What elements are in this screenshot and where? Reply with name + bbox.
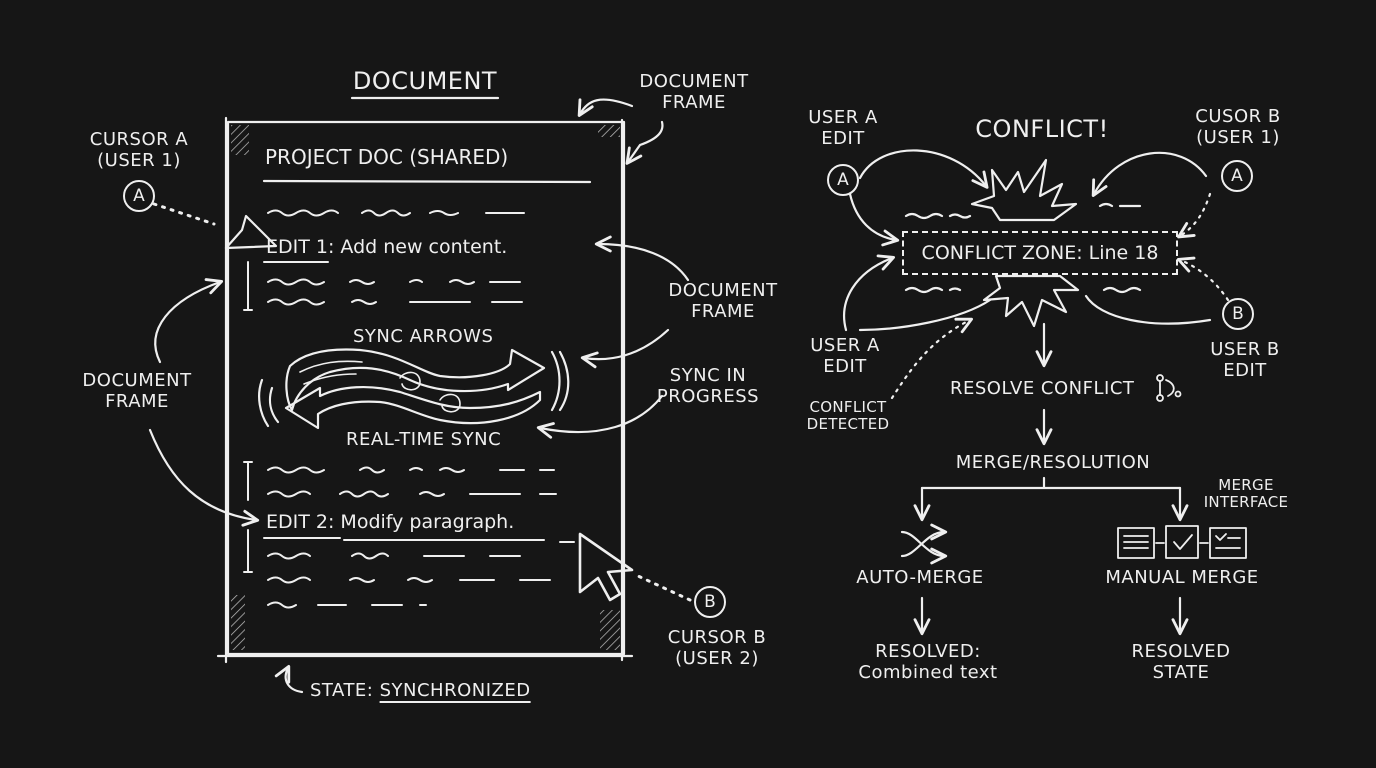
document-heading: DOCUMENT — [352, 67, 498, 95]
badge-right-bottom: B — [1222, 298, 1254, 330]
conflict-title: CONFLICT! — [975, 115, 1109, 143]
sync-arrows-icon — [258, 348, 570, 430]
manual-merge-label: MANUAL MERGE — [1105, 567, 1259, 588]
resolved-state-label: RESOLVED STATE — [1131, 641, 1231, 683]
user-a-edit-top-label: USER A EDIT — [808, 107, 878, 149]
user-b-edit-label: USER B EDIT — [1210, 339, 1280, 381]
resolved-combined-label: RESOLVED: Combined text — [858, 641, 998, 683]
document-title: PROJECT DOC (SHARED) — [265, 145, 509, 169]
sync-arrows-label: SYNC ARROWS — [353, 326, 494, 347]
state-label: STATE: — [310, 680, 380, 701]
document-frame-label-mid: DOCUMENT FRAME — [668, 280, 778, 322]
shuffle-icon — [900, 523, 948, 565]
explosion-icon — [970, 158, 1078, 222]
resolve-conflict-label: RESOLVE CONFLICT — [950, 378, 1135, 399]
pointer-cursor-icon — [578, 532, 692, 602]
cursor-a-icon — [152, 202, 278, 250]
git-branch-icon — [1156, 374, 1182, 402]
edit-1-text: : Add new content. — [327, 236, 508, 258]
real-time-sync-label: REAL-TIME SYNC — [346, 429, 502, 450]
cursor-b-label: CURSOR B (USER 2) — [667, 627, 767, 669]
cursor-b-badge: B — [694, 586, 726, 618]
user-a-edit-bottom-label: USER A EDIT — [810, 335, 880, 377]
auto-merge-label: AUTO-MERGE — [856, 567, 984, 588]
state-line: STATE: SYNCHRONIZED — [310, 680, 531, 702]
edit-2-text: : Modify paragraph. — [327, 511, 515, 533]
edit-2-tag: EDIT 2 — [266, 511, 328, 533]
conflict-detected-label: CONFLICT DETECTED — [806, 398, 890, 434]
document-frame-label-top: DOCUMENT FRAME — [639, 71, 749, 113]
user-a-badge-top: A — [827, 164, 859, 196]
cursor-a-label: CURSOR A (USER 1) — [89, 129, 189, 171]
sync-in-progress-label: SYNC IN PROGRESS — [656, 365, 760, 407]
conflict-zone: CONFLICT ZONE: Line 18 — [902, 231, 1178, 275]
cursor-a-badge: A — [123, 180, 155, 212]
document-frame — [216, 96, 634, 664]
merge-resolution-label: MERGE/RESOLUTION — [955, 452, 1151, 473]
merge-interface-icon — [1117, 525, 1247, 559]
cusor-b-label: CUSOR B (USER 1) — [1195, 106, 1281, 148]
scribble-lines — [243, 209, 575, 609]
badge-right-top: A — [1221, 160, 1253, 192]
edit-2-line: EDIT 2: Modify paragraph. — [266, 511, 515, 534]
merge-interface-label: MERGE INTERFACE — [1203, 476, 1289, 512]
edit-1-tag: EDIT 1 — [266, 236, 328, 258]
conflict-diagram — [843, 149, 1230, 636]
state-value: SYNCHRONIZED — [379, 680, 531, 701]
edit-1-line: EDIT 1: Add new content. — [266, 236, 508, 259]
document-frame-label-left: DOCUMENT FRAME — [82, 370, 192, 412]
left-annotation-arrows — [148, 98, 690, 694]
